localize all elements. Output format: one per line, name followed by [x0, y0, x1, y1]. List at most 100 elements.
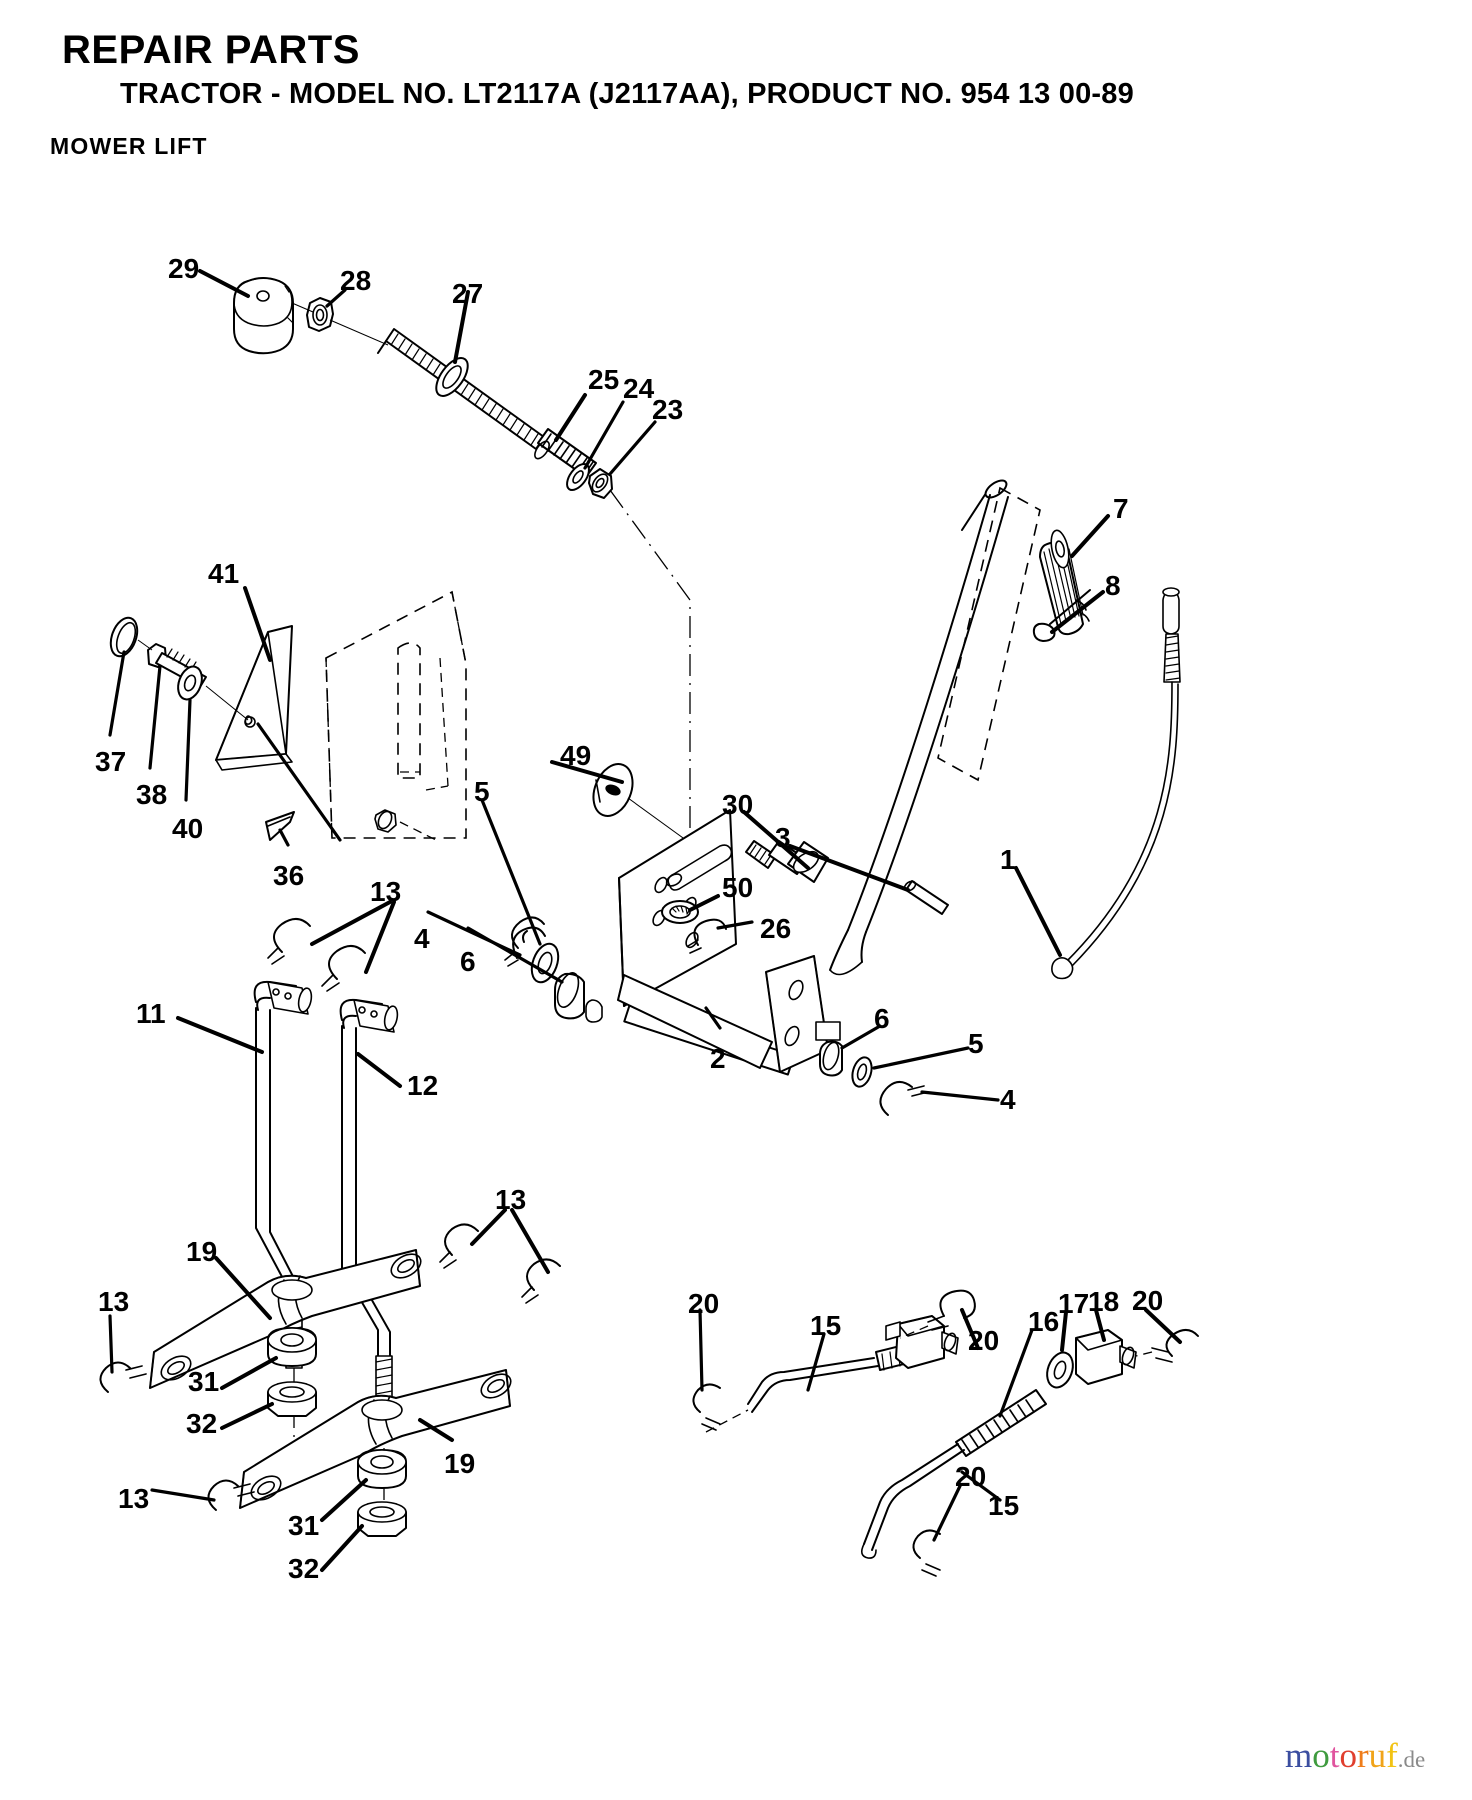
callout-1: 1	[1000, 844, 1016, 875]
callout-11: 11	[136, 998, 166, 1029]
part-4-clip-right	[879, 1081, 929, 1116]
part-31-spacer-upper	[267, 1327, 317, 1367]
part-26-hairpin	[687, 918, 727, 954]
logo-letter: t	[1329, 1736, 1340, 1775]
model-subtitle: TRACTOR - MODEL NO. LT2117A (J2117AA), P…	[120, 78, 1134, 110]
page-title: REPAIR PARTS	[62, 28, 360, 72]
part-32-nut-upper	[267, 1381, 317, 1417]
callout-13: 13	[118, 1483, 150, 1514]
part-32-nut-lower	[357, 1501, 407, 1537]
callout-8: 8	[1105, 570, 1121, 601]
part-40-washer	[177, 665, 203, 701]
part-20-clip-b	[927, 1289, 976, 1331]
part-29-knob	[233, 277, 294, 355]
part-19-lift-arm-upper	[149, 1249, 422, 1389]
part-7-grip	[1039, 529, 1090, 636]
part-17-washer	[1046, 1351, 1074, 1389]
callout-29: 29	[168, 253, 200, 284]
part-4-clip-upper	[511, 916, 545, 949]
part-36-clip	[265, 811, 295, 841]
callout-31: 31	[288, 1510, 320, 1541]
callout-37: 37	[95, 746, 127, 777]
callout-50: 50	[722, 872, 754, 903]
logo-letter: f	[1386, 1736, 1398, 1775]
plate-hex-nut	[374, 809, 397, 833]
callout-13: 13	[495, 1184, 527, 1215]
callout-15: 15	[810, 1310, 842, 1341]
callout-38: 38	[136, 779, 168, 810]
logo-letter: r	[1356, 1736, 1369, 1775]
callout-49: 49	[560, 740, 592, 771]
part-13-clip-f	[207, 1479, 255, 1511]
logo-letter: o	[1339, 1736, 1357, 1775]
part-6-spacer-right	[819, 1040, 843, 1077]
part-13-clip-e	[99, 1361, 147, 1393]
callout-31: 31	[188, 1366, 220, 1397]
part-6-spacer-left	[554, 972, 603, 1023]
callout-20: 20	[955, 1461, 987, 1492]
part-41-bracket	[215, 625, 293, 771]
part-13-clip-d	[521, 1258, 561, 1304]
part-13-clip-b	[321, 945, 366, 992]
callout-6: 6	[460, 946, 476, 977]
callout-30: 30	[722, 789, 754, 820]
callout-13: 13	[370, 876, 402, 907]
callout-2: 2	[710, 1043, 726, 1074]
logo-letter: u	[1368, 1736, 1387, 1775]
part-13-clip-a	[267, 918, 311, 965]
part-15-rod-upper	[747, 1315, 959, 1413]
callout-6: 6	[874, 1003, 890, 1034]
part-15-rod-lower	[860, 1443, 965, 1559]
callout-7: 7	[1113, 493, 1129, 524]
callout-20: 20	[968, 1325, 1000, 1356]
callout-19: 19	[186, 1236, 218, 1267]
callout-23: 23	[652, 394, 684, 425]
part-31-spacer-lower	[357, 1449, 407, 1489]
part-5-washer-right	[851, 1056, 873, 1088]
header: REPAIR PARTS TRACTOR - MODEL NO. LT2117A…	[0, 0, 1472, 180]
callout-41: 41	[208, 558, 240, 589]
lift-lever-handle	[829, 479, 1009, 976]
callout-5: 5	[474, 776, 490, 807]
callout-27: 27	[452, 278, 484, 309]
part-50-lockwasher	[661, 900, 699, 924]
callout-32: 32	[288, 1553, 320, 1584]
part-5-washer-left	[530, 942, 560, 984]
callout-4: 4	[1000, 1084, 1016, 1115]
part-1-cable	[1051, 587, 1181, 980]
callout-3: 3	[775, 822, 791, 853]
callout-5: 5	[968, 1028, 984, 1059]
part-20-clip-a	[692, 1383, 721, 1431]
callout-36: 36	[273, 860, 305, 891]
callout-28: 28	[340, 265, 372, 296]
part-49-cap	[592, 763, 634, 817]
motoruf-logo: motoruf.de	[1285, 1738, 1425, 1773]
part-19-lift-arm-lower	[239, 1369, 512, 1509]
part-4-clip-left	[504, 926, 546, 967]
part-23-nut	[588, 468, 613, 499]
logo-suffix: .de	[1397, 1747, 1426, 1772]
callout-13: 13	[98, 1286, 130, 1317]
callout-12: 12	[407, 1070, 439, 1101]
part-37-cap	[109, 616, 139, 658]
callout-32: 32	[186, 1408, 218, 1439]
part-20-clip-d	[912, 1529, 941, 1577]
part-18-trunnion	[1075, 1329, 1137, 1385]
callout-20: 20	[688, 1288, 720, 1319]
callout-25: 25	[588, 364, 620, 395]
callout-15: 15	[988, 1490, 1020, 1521]
part-27-collar	[435, 357, 469, 397]
part-3-rollpin	[903, 880, 949, 915]
part-16-spring	[955, 1389, 1047, 1457]
callout-19: 19	[444, 1448, 476, 1479]
callout-4: 4	[414, 923, 430, 954]
section-title: MOWER LIFT	[50, 133, 208, 159]
part-2-lift-shaft	[617, 955, 841, 1073]
callout-24: 24	[623, 373, 655, 404]
callout-17: 17	[1058, 1288, 1090, 1319]
callout-20: 20	[1132, 1285, 1164, 1316]
callout-16: 16	[1028, 1306, 1060, 1337]
callout-26: 26	[760, 913, 792, 944]
part-8-spring	[1032, 589, 1091, 642]
